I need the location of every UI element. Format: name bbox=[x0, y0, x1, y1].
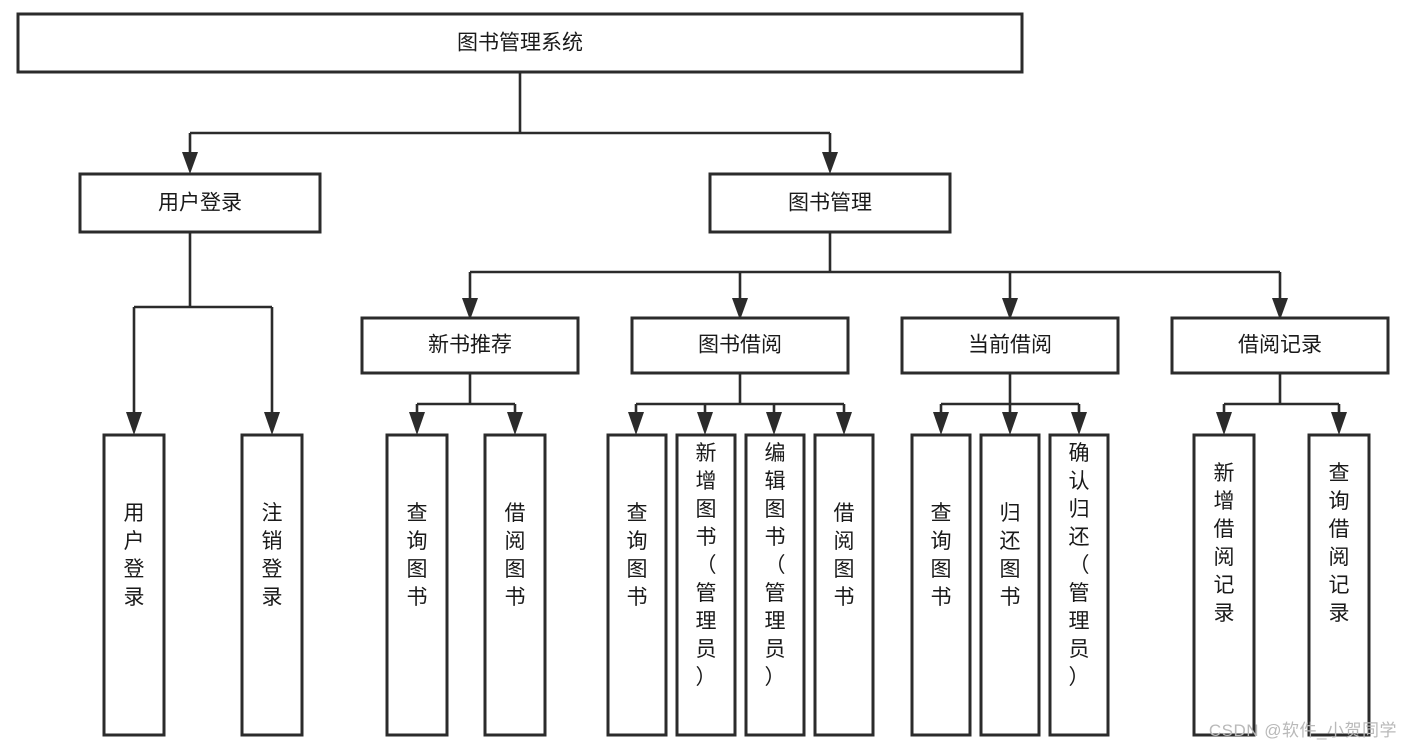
node-leaf-confirm-return-box[interactable] bbox=[1048, 433, 1110, 737]
node-leaf-return-book-box[interactable] bbox=[979, 433, 1041, 737]
node-bookmgmt[interactable]: 图书管理 bbox=[708, 172, 952, 234]
node-leaf-query-record[interactable]: 查询借阅记录 bbox=[1307, 433, 1371, 737]
arrowhead-bookmgmt bbox=[822, 152, 838, 174]
node-leaf-logout[interactable]: 注销登录 bbox=[240, 433, 304, 737]
node-login-box[interactable] bbox=[78, 172, 322, 234]
arrowhead-login bbox=[182, 152, 198, 174]
node-root[interactable]: 图书管理系统 bbox=[16, 12, 1024, 74]
node-bookmgmt-box[interactable] bbox=[708, 172, 952, 234]
node-leaf-query-book-2[interactable]: 查询图书 bbox=[606, 433, 668, 737]
node-leaf-borrow-book-1-label: 借阅图书 bbox=[505, 502, 526, 609]
node-leaf-return-book-label: 归还图书 bbox=[1000, 502, 1021, 609]
node-leaf-return-book[interactable]: 归还图书 bbox=[979, 433, 1041, 737]
node-root-label: 图书管理系统 bbox=[457, 32, 583, 55]
node-root-box[interactable] bbox=[16, 12, 1024, 74]
arrowhead-borrow-book-2 bbox=[836, 412, 852, 435]
node-leaf-query-book-3-box[interactable] bbox=[910, 433, 972, 737]
node-bookmgmt-label: 图书管理 bbox=[788, 192, 872, 215]
arrowhead-query-book-2 bbox=[628, 412, 644, 435]
node-leaf-borrow-book-1-box[interactable] bbox=[483, 433, 547, 737]
node-borrow-label: 图书借阅 bbox=[698, 334, 782, 357]
node-leaf-query-book-2-box[interactable] bbox=[606, 433, 668, 737]
arrowhead-query-book-1 bbox=[409, 412, 425, 435]
arrowhead-records bbox=[1272, 298, 1288, 320]
arrowhead-query-book-3 bbox=[933, 412, 949, 435]
node-current-label: 当前借阅 bbox=[968, 334, 1052, 357]
node-leaf-query-book-3-label: 查询图书 bbox=[931, 502, 952, 609]
node-leaf-add-record-label: 新增借阅记录 bbox=[1214, 462, 1235, 625]
node-leaf-logout-label: 注销登录 bbox=[262, 502, 283, 609]
arrowhead-confirm-return bbox=[1071, 412, 1087, 435]
csdn-watermark: CSDN @软件_小贺同学 bbox=[1208, 721, 1397, 740]
arrowhead-borrow bbox=[732, 298, 748, 320]
node-leaf-query-book-1[interactable]: 查询图书 bbox=[385, 433, 449, 737]
node-login-label: 用户登录 bbox=[158, 192, 242, 215]
arrowhead-add-record bbox=[1216, 412, 1232, 435]
node-leaf-edit-book-box[interactable] bbox=[744, 433, 806, 737]
node-leaf-borrow-book-2[interactable]: 借阅图书 bbox=[813, 433, 875, 737]
node-leaf-user-login-box[interactable] bbox=[102, 433, 166, 737]
node-leaf-add-book-box[interactable] bbox=[675, 433, 737, 737]
arrowhead-user-login bbox=[126, 412, 142, 435]
node-newbook[interactable]: 新书推荐 bbox=[360, 316, 580, 375]
node-leaf-borrow-book-1[interactable]: 借阅图书 bbox=[483, 433, 547, 737]
edge-layer bbox=[126, 72, 1347, 435]
arrowhead-query-record bbox=[1331, 412, 1347, 435]
node-leaf-borrow-book-2-label: 借阅图书 bbox=[834, 502, 855, 609]
node-leaf-query-book-1-label: 查询图书 bbox=[407, 502, 428, 609]
arrowhead-logout bbox=[264, 412, 280, 435]
node-leaf-logout-box[interactable] bbox=[240, 433, 304, 737]
node-leaf-add-record-box[interactable] bbox=[1192, 433, 1256, 737]
node-leaf-user-login[interactable]: 用户登录 bbox=[102, 433, 166, 737]
arrowhead-current bbox=[1002, 298, 1018, 320]
node-leaf-confirm-return[interactable]: 确认归还（管理员） bbox=[1048, 433, 1110, 737]
arrowhead-return-book bbox=[1002, 412, 1018, 435]
node-leaf-confirm-return-label: 确认归还（管理员） bbox=[1069, 442, 1090, 689]
node-leaf-add-book-label: 新增图书（管理员） bbox=[696, 442, 717, 689]
node-leaf-add-record[interactable]: 新增借阅记录 bbox=[1192, 433, 1256, 737]
node-borrow[interactable]: 图书借阅 bbox=[630, 316, 850, 375]
node-leaf-user-login-label: 用户登录 bbox=[124, 502, 145, 609]
arrowhead-newbook bbox=[462, 298, 478, 320]
arrowhead-borrow-book-1 bbox=[507, 412, 523, 435]
node-newbook-box[interactable] bbox=[360, 316, 580, 375]
node-leaf-query-book-2-label: 查询图书 bbox=[627, 502, 648, 609]
node-leaf-query-book-3[interactable]: 查询图书 bbox=[910, 433, 972, 737]
node-leaf-add-book[interactable]: 新增图书（管理员） bbox=[675, 433, 737, 737]
node-newbook-label: 新书推荐 bbox=[428, 334, 512, 357]
node-borrow-box[interactable] bbox=[630, 316, 850, 375]
node-leaf-edit-book-label: 编辑图书（管理员） bbox=[765, 442, 786, 689]
node-records-label: 借阅记录 bbox=[1238, 334, 1322, 357]
arrowhead-edit-book bbox=[766, 412, 782, 435]
node-leaf-query-record-box[interactable] bbox=[1307, 433, 1371, 737]
node-records-box[interactable] bbox=[1170, 316, 1390, 375]
node-leaf-query-book-1-box[interactable] bbox=[385, 433, 449, 737]
node-login[interactable]: 用户登录 bbox=[78, 172, 322, 234]
node-leaf-borrow-book-2-box[interactable] bbox=[813, 433, 875, 737]
node-leaf-query-record-label: 查询借阅记录 bbox=[1329, 462, 1350, 625]
node-records[interactable]: 借阅记录 bbox=[1170, 316, 1390, 375]
node-leaf-edit-book[interactable]: 编辑图书（管理员） bbox=[744, 433, 806, 737]
node-current[interactable]: 当前借阅 bbox=[900, 316, 1120, 375]
node-current-box[interactable] bbox=[900, 316, 1120, 375]
arrowhead-add-book bbox=[697, 412, 713, 435]
